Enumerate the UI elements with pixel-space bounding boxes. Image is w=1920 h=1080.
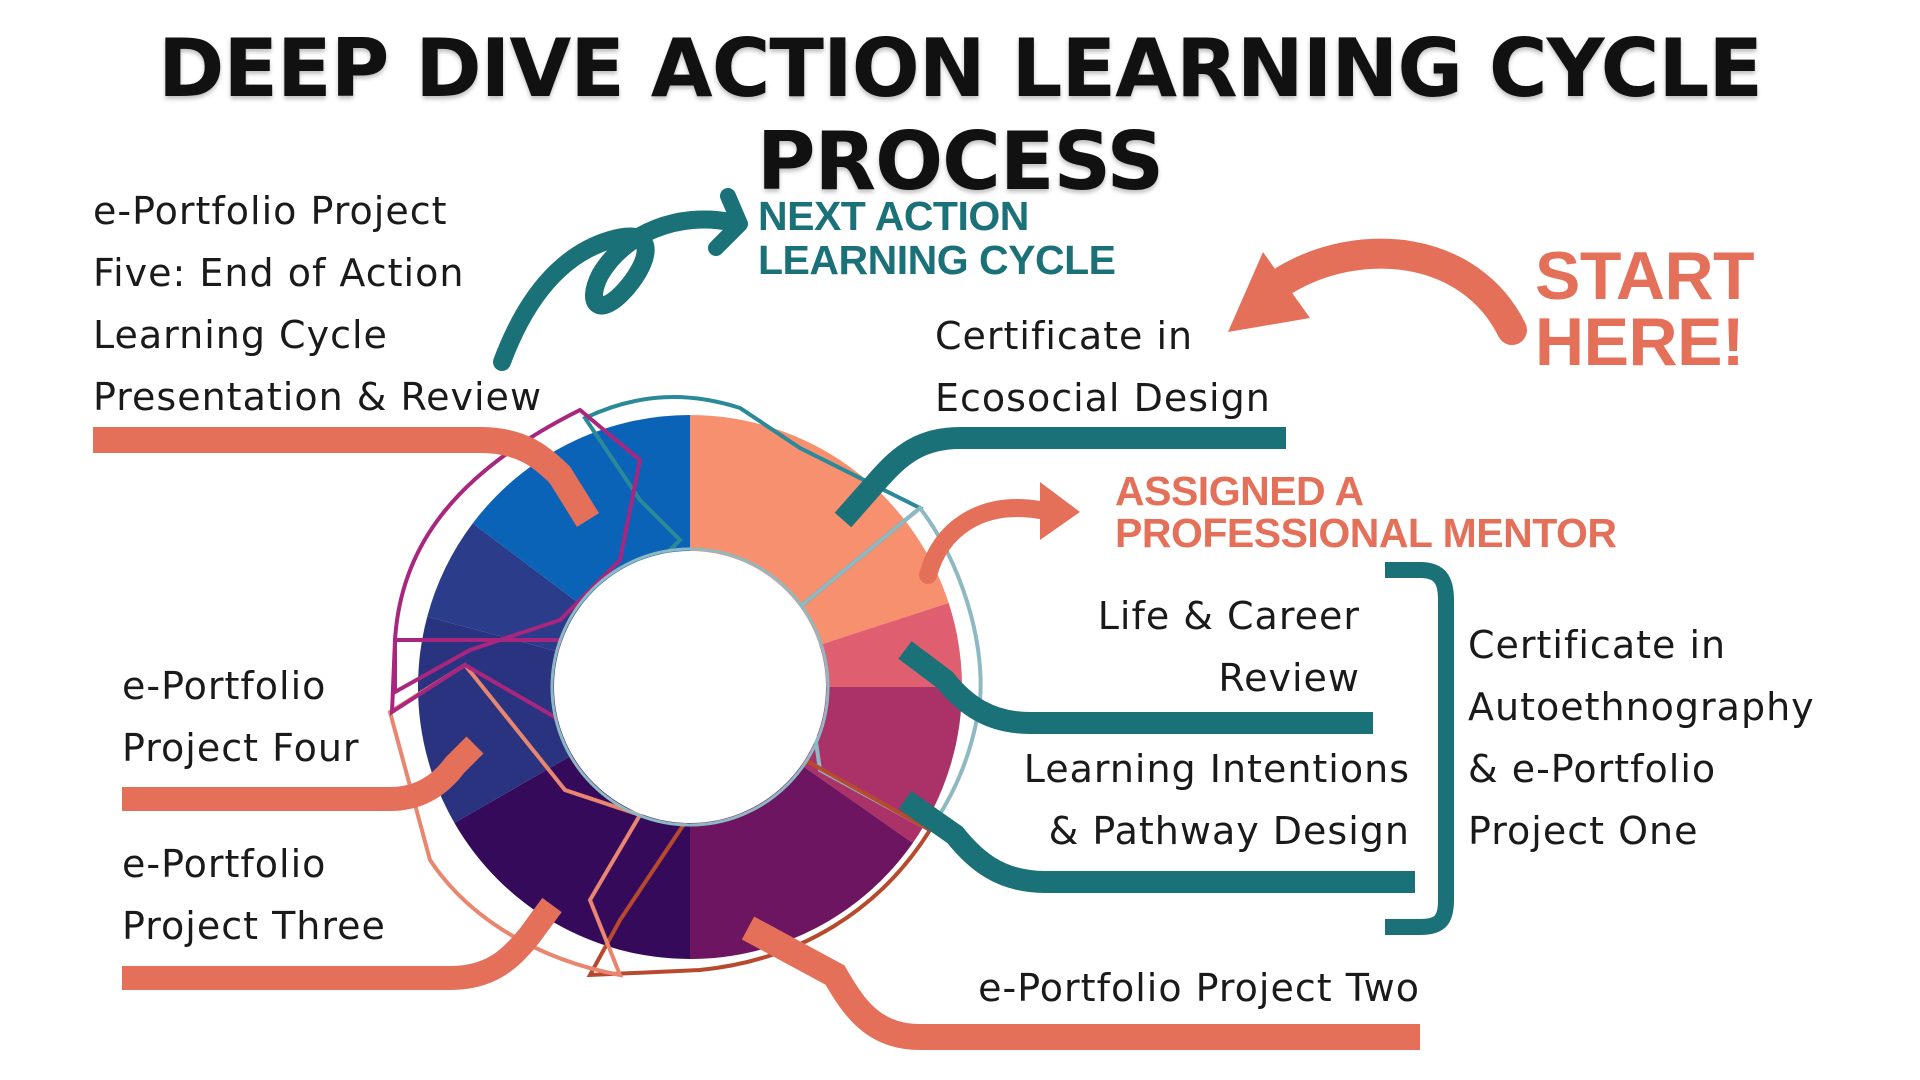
label-ecosocial-line-1: Certificate in [935,314,1194,358]
label-project-four-line-1: e-Portfolio [122,664,327,708]
ring-segment-7 [427,523,585,653]
connector-project-five [93,427,600,527]
connector-project-two [741,916,1420,1050]
label-project-three-line-1: e-Portfolio [122,842,327,886]
label-autoethnography: Certificate in Autoethnography & e-Portf… [1468,614,1815,862]
next-cycle-line-2: LEARNING CYCLE [758,237,1116,283]
band-project-two [586,757,933,978]
label-project-five-line-1: e-Portfolio Project [93,189,448,233]
label-project-two-line-1: e-Portfolio Project Two [978,966,1420,1010]
label-learning-intentions: Learning Intentions & Pathway Design [960,738,1410,862]
next-cycle-callout: NEXT ACTION LEARNING CYCLE [758,193,1116,283]
next-cycle-line-1: NEXT ACTION [758,193,1029,239]
start-here-line-2: HERE! [1535,304,1745,380]
start-here-line-1: START [1535,238,1755,314]
center-outline [550,547,830,827]
ring-segment-1 [690,415,949,647]
label-project-five-line-4: Presentation & Review [93,375,543,419]
connector-intentions [898,790,1415,893]
connector-project-four [122,736,484,811]
start-here-callout: START HERE! [1535,238,1755,380]
connector-life-career [898,641,1373,734]
label-life-career-line-1: Life & Career [1097,594,1360,638]
label-life-career-line-2: Review [1218,656,1360,700]
mentor-callout: ASSIGNED A PROFESSIONAL MENTOR [1115,470,1617,554]
label-life-career-review: Life & Career Review [1000,585,1360,709]
bracket-autoethnography [1385,562,1454,935]
label-project-five: e-Portfolio Project Five: End of Action … [93,180,542,428]
ring-rim [409,406,971,968]
label-ecosocial-line-2: Ecosocial Design [935,376,1271,420]
label-project-five-line-2: Five: End of Action [93,251,465,295]
label-project-two: e-Portfolio Project Two [900,957,1420,1019]
label-auto-line-4: Project One [1468,809,1699,853]
label-project-three: e-Portfolio Project Three [122,833,386,957]
label-ecosocial-design: Certificate in Ecosocial Design [935,305,1271,429]
label-intentions-line-1: Learning Intentions [1023,747,1410,791]
label-auto-line-3: & e-Portfolio [1468,747,1717,791]
ring-segment-5 [454,753,690,959]
label-project-three-line-2: Project Three [122,904,386,948]
label-auto-line-2: Autoethnography [1468,685,1815,729]
label-intentions-line-2: & Pathway Design [1048,809,1410,853]
mentor-line-1: ASSIGNED A [1115,468,1364,514]
start-arrowhead-icon [1228,252,1310,332]
next-arrowhead-icon [708,188,748,256]
band-project-five [393,407,643,696]
next-loop-arrow-icon [493,210,739,371]
label-project-five-line-3: Learning Cycle [93,313,388,357]
connector-ecosocial [834,427,1286,528]
mentor-arrow-icon [919,499,1049,584]
connector-project-three [122,897,562,990]
cycle-center [554,551,826,823]
mentor-arrowhead-icon [1040,482,1080,540]
label-auto-line-1: Certificate in [1468,623,1727,667]
page-title: DEEP DIVE ACTION LEARNING CYCLE PROCESS [158,22,1763,208]
label-project-four: e-Portfolio Project Four [122,655,360,779]
label-project-four-line-2: Project Four [122,726,360,770]
start-arrow-icon [1250,238,1527,345]
mentor-line-2: PROFESSIONAL MENTOR [1115,510,1617,556]
